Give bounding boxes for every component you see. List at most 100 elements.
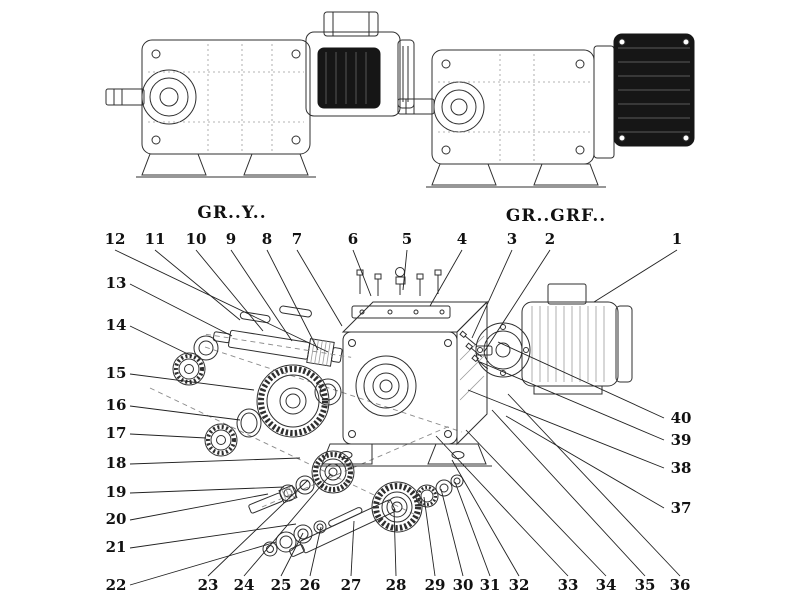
part-number-24: 24	[234, 576, 255, 594]
leader-line-27	[350, 520, 355, 577]
part-number-18: 18	[106, 454, 127, 472]
bearing-and-bush	[204, 408, 262, 457]
leader-line-16	[129, 405, 241, 421]
leader-line-15	[129, 373, 255, 391]
leader-line-17	[129, 433, 207, 439]
leader-line-23	[207, 479, 309, 577]
leader-line-5	[402, 249, 408, 291]
cover-ribs	[618, 47, 690, 133]
leader-line-32	[451, 459, 520, 577]
part-number-32: 32	[509, 576, 530, 594]
part-number-8: 8	[262, 230, 272, 248]
leader-line-4	[429, 249, 463, 307]
output-shaft-assembly	[262, 474, 464, 557]
leader-line-38	[467, 389, 665, 469]
part-number-11: 11	[145, 230, 166, 248]
part-number-38: 38	[671, 459, 692, 477]
leader-line-37	[505, 415, 665, 509]
leader-line-7	[296, 249, 343, 327]
part-number-40: 40	[671, 409, 692, 427]
leader-line-40	[497, 341, 665, 419]
part-number-13: 13	[106, 274, 127, 292]
part-number-12: 12	[105, 230, 126, 248]
leader-line-22	[129, 541, 277, 586]
leader-line-31	[454, 481, 491, 577]
part-number-2: 2	[545, 230, 555, 248]
leader-line-33	[435, 435, 569, 577]
leader-line-26	[309, 526, 322, 577]
leader-line-1	[593, 249, 678, 303]
part-number-20: 20	[106, 510, 127, 528]
part-number-23: 23	[198, 576, 219, 594]
part-number-15: 15	[106, 364, 127, 382]
part-number-30: 30	[453, 576, 474, 594]
leader-line-34	[465, 429, 607, 577]
part-number-27: 27	[341, 576, 362, 594]
leader-line-8	[266, 249, 319, 351]
motor	[475, 283, 633, 395]
part-number-1: 1	[672, 230, 682, 248]
part-number-21: 21	[106, 538, 127, 556]
motor-mounting-bolts	[459, 330, 489, 370]
leader-line-13	[129, 283, 233, 337]
leader-line-10	[195, 249, 264, 332]
part-number-16: 16	[106, 396, 127, 414]
leader-line-3	[471, 249, 513, 339]
part-number-7: 7	[292, 230, 302, 248]
part-number-26: 26	[300, 576, 321, 594]
leader-line-12	[114, 249, 329, 353]
part-number-3: 3	[507, 230, 517, 248]
housing-cover	[351, 305, 451, 319]
part-number-19: 19	[106, 483, 127, 501]
cover-corner-bolts	[618, 38, 690, 142]
motor-stator-dark	[317, 47, 381, 109]
part-number-4: 4	[457, 230, 467, 248]
input-shaft-assembly	[172, 305, 352, 386]
leader-line-24	[243, 473, 332, 577]
leader-line-18	[129, 457, 301, 465]
part-number-25: 25	[271, 576, 292, 594]
label-gr-grf: GR..GRF..	[506, 206, 606, 226]
large-gear	[256, 364, 342, 438]
part-number-28: 28	[386, 576, 407, 594]
part-number-14: 14	[106, 316, 127, 334]
part-number-36: 36	[670, 576, 691, 594]
leader-line-29	[423, 496, 436, 577]
assembled-view-gr-y	[105, 11, 415, 178]
part-number-37: 37	[671, 499, 692, 517]
label-gr-y: GR..Y..	[197, 203, 266, 223]
gear-housing	[316, 300, 492, 467]
gearbox-detail-lines-right	[438, 54, 592, 162]
leader-line-36	[507, 393, 681, 577]
leader-line-2	[483, 249, 551, 353]
leader-line-35	[491, 409, 646, 577]
part-number-29: 29	[425, 576, 446, 594]
leader-line-6	[352, 249, 372, 297]
leader-line-9	[230, 249, 293, 342]
leader-line-30	[440, 488, 464, 577]
part-number-35: 35	[635, 576, 656, 594]
motor-fins-left	[325, 52, 367, 104]
input-shaft-left-unit	[105, 88, 145, 106]
leader-line-28	[393, 508, 397, 577]
leader-line-14	[129, 325, 193, 357]
part-number-39: 39	[671, 431, 692, 449]
gearbox-detail-lines-left	[148, 44, 304, 152]
part-number-33: 33	[558, 576, 579, 594]
leader-line-25	[280, 532, 304, 577]
part-number-10: 10	[186, 230, 207, 248]
leader-line-21	[129, 523, 297, 549]
leader-line-19	[129, 486, 285, 494]
part-number-31: 31	[480, 576, 501, 594]
gearbox-body-right-unit	[397, 45, 615, 188]
part-number-5: 5	[402, 230, 412, 248]
part-number-34: 34	[596, 576, 617, 594]
part-number-6: 6	[348, 230, 358, 248]
leader-line-11	[154, 249, 241, 321]
gearbox-body-left-unit	[136, 39, 316, 178]
intermediate-shaft-assembly	[248, 450, 355, 514]
part-number-9: 9	[226, 230, 236, 248]
